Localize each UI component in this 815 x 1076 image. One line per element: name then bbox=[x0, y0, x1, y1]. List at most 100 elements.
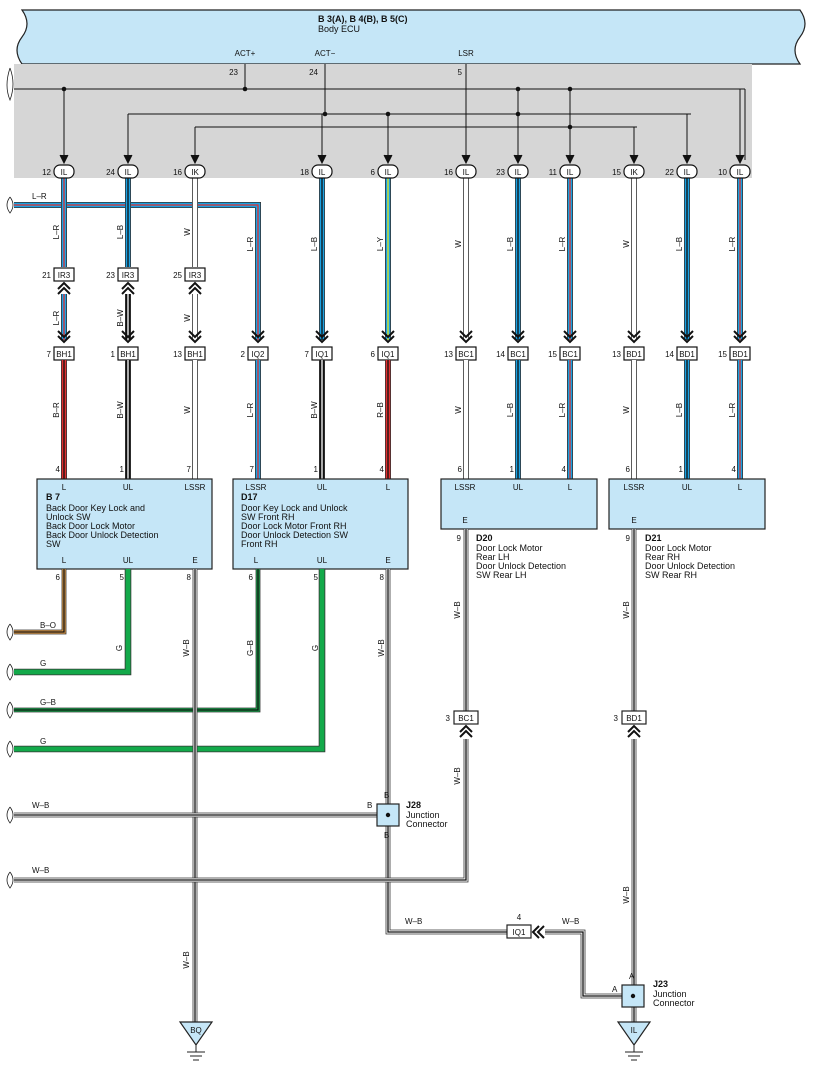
d20-line-3: Door Unlock Detection bbox=[476, 561, 566, 571]
upper-wire-label: L–Y bbox=[376, 236, 385, 251]
iq1-lower-pin: 4 bbox=[517, 913, 522, 922]
ir3-chevron bbox=[57, 281, 71, 295]
d20-line-2: Rear LH bbox=[476, 552, 510, 562]
b7-pin-top-lssr: LSSR bbox=[185, 483, 206, 492]
b7-num-6: 6 bbox=[56, 573, 61, 582]
left-wire-label-bo: B–O bbox=[40, 621, 56, 630]
lower-wire-label: L–B bbox=[675, 403, 684, 417]
mid-pin: 14 bbox=[496, 350, 505, 359]
left-break-0 bbox=[6, 623, 14, 641]
b7-num-5: 5 bbox=[120, 573, 125, 582]
bc1-down-wire-label: W–B bbox=[453, 767, 462, 784]
ecu-pin-name-lsr: LSR bbox=[458, 49, 474, 58]
j28-iq1-wire-label: W–B bbox=[405, 917, 422, 926]
b7-ul-wire-label: G bbox=[115, 645, 124, 651]
bus-dot-1 bbox=[242, 86, 248, 92]
j28-pin-bottom: B bbox=[384, 831, 389, 840]
ground-il-label: IL bbox=[631, 1026, 638, 1035]
j23-pin-top: A bbox=[629, 972, 635, 981]
component-d17: LSSR UL L D17 Door Key Lock and Unlock S… bbox=[232, 478, 409, 582]
top-connector-code: IL bbox=[463, 168, 470, 177]
harness-block: 23 24 5 bbox=[6, 64, 752, 178]
bd1-lower-code: BD1 bbox=[626, 714, 642, 723]
bus-arrow-4 bbox=[383, 154, 393, 165]
d21-pin-top-ul: UL bbox=[682, 483, 693, 492]
mid-code: BH1 bbox=[120, 350, 136, 359]
mid-chevron bbox=[680, 330, 694, 344]
mid-code: BC1 bbox=[562, 350, 578, 359]
upper-wire-label: L–R bbox=[558, 236, 567, 251]
lower-wire-pin: 1 bbox=[314, 465, 319, 474]
ecu-pin-num-24: 24 bbox=[309, 68, 318, 77]
ground-bq-wire-label: W–B bbox=[182, 951, 191, 968]
top-connector-pin: 15 bbox=[612, 168, 621, 177]
top-connector-code: IL bbox=[319, 168, 326, 177]
ir3-wire-label: W bbox=[183, 314, 192, 322]
d17-pin-top-lssr: LSSR bbox=[246, 483, 267, 492]
d21-line-4: SW Rear RH bbox=[645, 570, 697, 580]
mid-chevron bbox=[627, 330, 641, 344]
j28-line-1: Junction bbox=[406, 810, 440, 820]
wire-b7-ul-g bbox=[14, 569, 132, 676]
iq1-lower-code: IQ1 bbox=[513, 928, 526, 937]
top-connector-code: IL bbox=[385, 168, 392, 177]
ground-il: IL bbox=[616, 1021, 652, 1061]
lower-wire-label: B–W bbox=[116, 401, 125, 419]
left-wire-label-g2: G bbox=[40, 737, 46, 746]
lower-wire-label: L–R bbox=[558, 402, 567, 417]
bd1-lower-chevron bbox=[627, 724, 641, 738]
b7-pin-bottom-l: L bbox=[62, 556, 67, 565]
j23-up-wire-label: W–B bbox=[622, 886, 631, 903]
bottom-wiring bbox=[6, 529, 641, 1022]
left-feed-label: L–R bbox=[32, 192, 47, 201]
j23-line-1: Junction bbox=[653, 989, 687, 999]
bc1-lower-chevron bbox=[459, 724, 473, 738]
bus-arrow-1 bbox=[123, 154, 133, 165]
j28-pin-left: B bbox=[367, 801, 372, 810]
d17-line-5: Front RH bbox=[241, 539, 278, 549]
connector-bc1-lower: BC1 3 bbox=[446, 710, 479, 725]
top-connector-code: IL bbox=[515, 168, 522, 177]
ecu-bus-lines bbox=[14, 64, 746, 165]
left-wire-label-gb: G–B bbox=[40, 698, 56, 707]
top-connector-code: IL bbox=[61, 168, 68, 177]
connector-bd1-lower: BD1 3 bbox=[614, 710, 647, 725]
left-break-3 bbox=[6, 740, 14, 758]
d17-e-wire-label: W–B bbox=[377, 639, 386, 656]
d17-pin-bottom-ul: UL bbox=[317, 556, 328, 565]
d17-num-8: 8 bbox=[380, 573, 385, 582]
top-connector-3: IL 18 bbox=[300, 164, 333, 179]
upper-wire-label: L–B bbox=[310, 237, 319, 251]
b7-pin-bottom-e: E bbox=[192, 556, 197, 565]
lower-wire-label: L–B bbox=[506, 403, 515, 417]
lower-wire-pin: 1 bbox=[679, 465, 684, 474]
b7-line-3: Back Door Lock Motor bbox=[46, 521, 135, 531]
lower-wire-label: B–R bbox=[52, 402, 61, 418]
j28-pin-top: B bbox=[384, 791, 389, 800]
mid-pin: 7 bbox=[305, 350, 310, 359]
ground-bq: BQ bbox=[178, 1021, 214, 1061]
mid-code: IQ2 bbox=[252, 350, 265, 359]
top-connector-pin: 10 bbox=[718, 168, 727, 177]
bus-arrow-5 bbox=[461, 154, 471, 165]
d17-pin-top-ul: UL bbox=[317, 483, 328, 492]
mid-chevron bbox=[733, 330, 747, 344]
lower-wire-pin: 4 bbox=[732, 465, 737, 474]
lower-wire-pin: 6 bbox=[458, 465, 463, 474]
b7-line-1: Back Door Key Lock and bbox=[46, 503, 145, 513]
top-connector-pin: 16 bbox=[444, 168, 453, 177]
d20-pin-top-l: L bbox=[568, 483, 573, 492]
ir3-pin: 21 bbox=[42, 271, 51, 280]
top-connector-pin: 18 bbox=[300, 168, 309, 177]
b7-pin-top-l: L bbox=[62, 483, 67, 492]
bus-dot-4 bbox=[322, 111, 328, 117]
mid-code: BD1 bbox=[679, 350, 695, 359]
